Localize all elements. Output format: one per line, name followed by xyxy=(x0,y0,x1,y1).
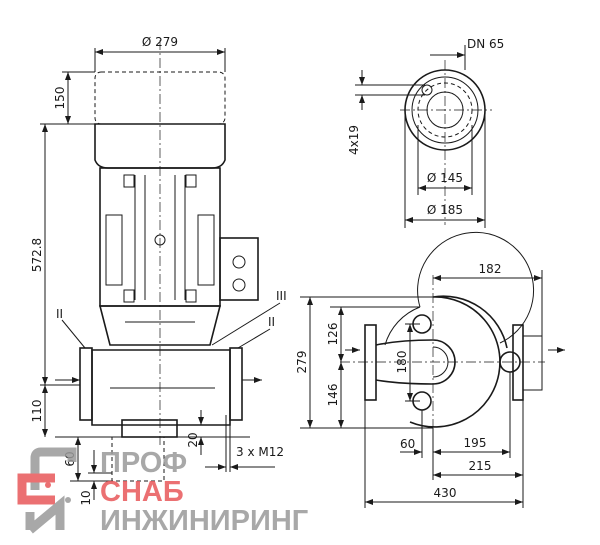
dim-foot-height: 20 xyxy=(186,432,200,447)
side-view xyxy=(55,40,262,482)
dim-bolts: 3 x M12 xyxy=(236,445,284,459)
plan-inlet-flange xyxy=(364,324,377,401)
dim-126: 126 xyxy=(326,323,340,346)
logo-line-3: ИНЖИНИРИНГ xyxy=(100,505,308,537)
logo-line-1: ПРОФ xyxy=(100,447,187,479)
dim-nominal-size: DN 65 xyxy=(467,37,504,51)
dim-foundation-offset: 10 xyxy=(79,490,93,505)
dim-195: 195 xyxy=(464,436,487,450)
inlet-flange xyxy=(79,347,93,421)
terminal-box xyxy=(219,237,259,301)
dim-flange-height: 110 xyxy=(30,400,44,423)
plan-outlet-flange xyxy=(512,324,524,401)
dim-215: 215 xyxy=(469,459,492,473)
lantern xyxy=(98,305,222,346)
dim-279: 279 xyxy=(295,351,309,374)
foundation-outline xyxy=(111,436,165,482)
logo-line-2: СНАБ xyxy=(100,476,184,508)
dim-total-height: 572.8 xyxy=(30,238,44,272)
motor-fan-clearance xyxy=(94,71,226,125)
outlet-flange xyxy=(229,347,243,421)
plan-view xyxy=(340,231,565,440)
side-view-dimensions: Ø 279 150 572.8 110 60 10 20 3 x M12 II … xyxy=(30,35,287,506)
dim-430: 430 xyxy=(434,486,457,500)
dim-182: 182 xyxy=(479,262,502,276)
dim-60-plan: 60 xyxy=(400,437,415,451)
dim-180: 180 xyxy=(395,351,409,374)
dim-146: 146 xyxy=(326,384,340,407)
marker-right: II xyxy=(268,315,275,329)
marker-mid: III xyxy=(276,289,287,303)
dim-bolt-circle: Ø 145 xyxy=(427,171,463,185)
company-logo: ПРОФ СНАБ ИНЖИНИРИНГ xyxy=(17,447,308,537)
dim-flange-diameter: Ø 185 xyxy=(427,203,463,217)
plan-view-dimensions: 182 279 126 146 180 60 195 215 430 xyxy=(295,262,543,508)
marker-left: II xyxy=(56,307,63,321)
dim-motor-diameter: Ø 279 xyxy=(142,35,178,49)
dim-holes: 4x19 xyxy=(347,125,361,155)
flange-view: DN 65 4x19 Ø 145 Ø 185 xyxy=(347,37,504,228)
dim-top-clearance: 150 xyxy=(53,87,67,110)
